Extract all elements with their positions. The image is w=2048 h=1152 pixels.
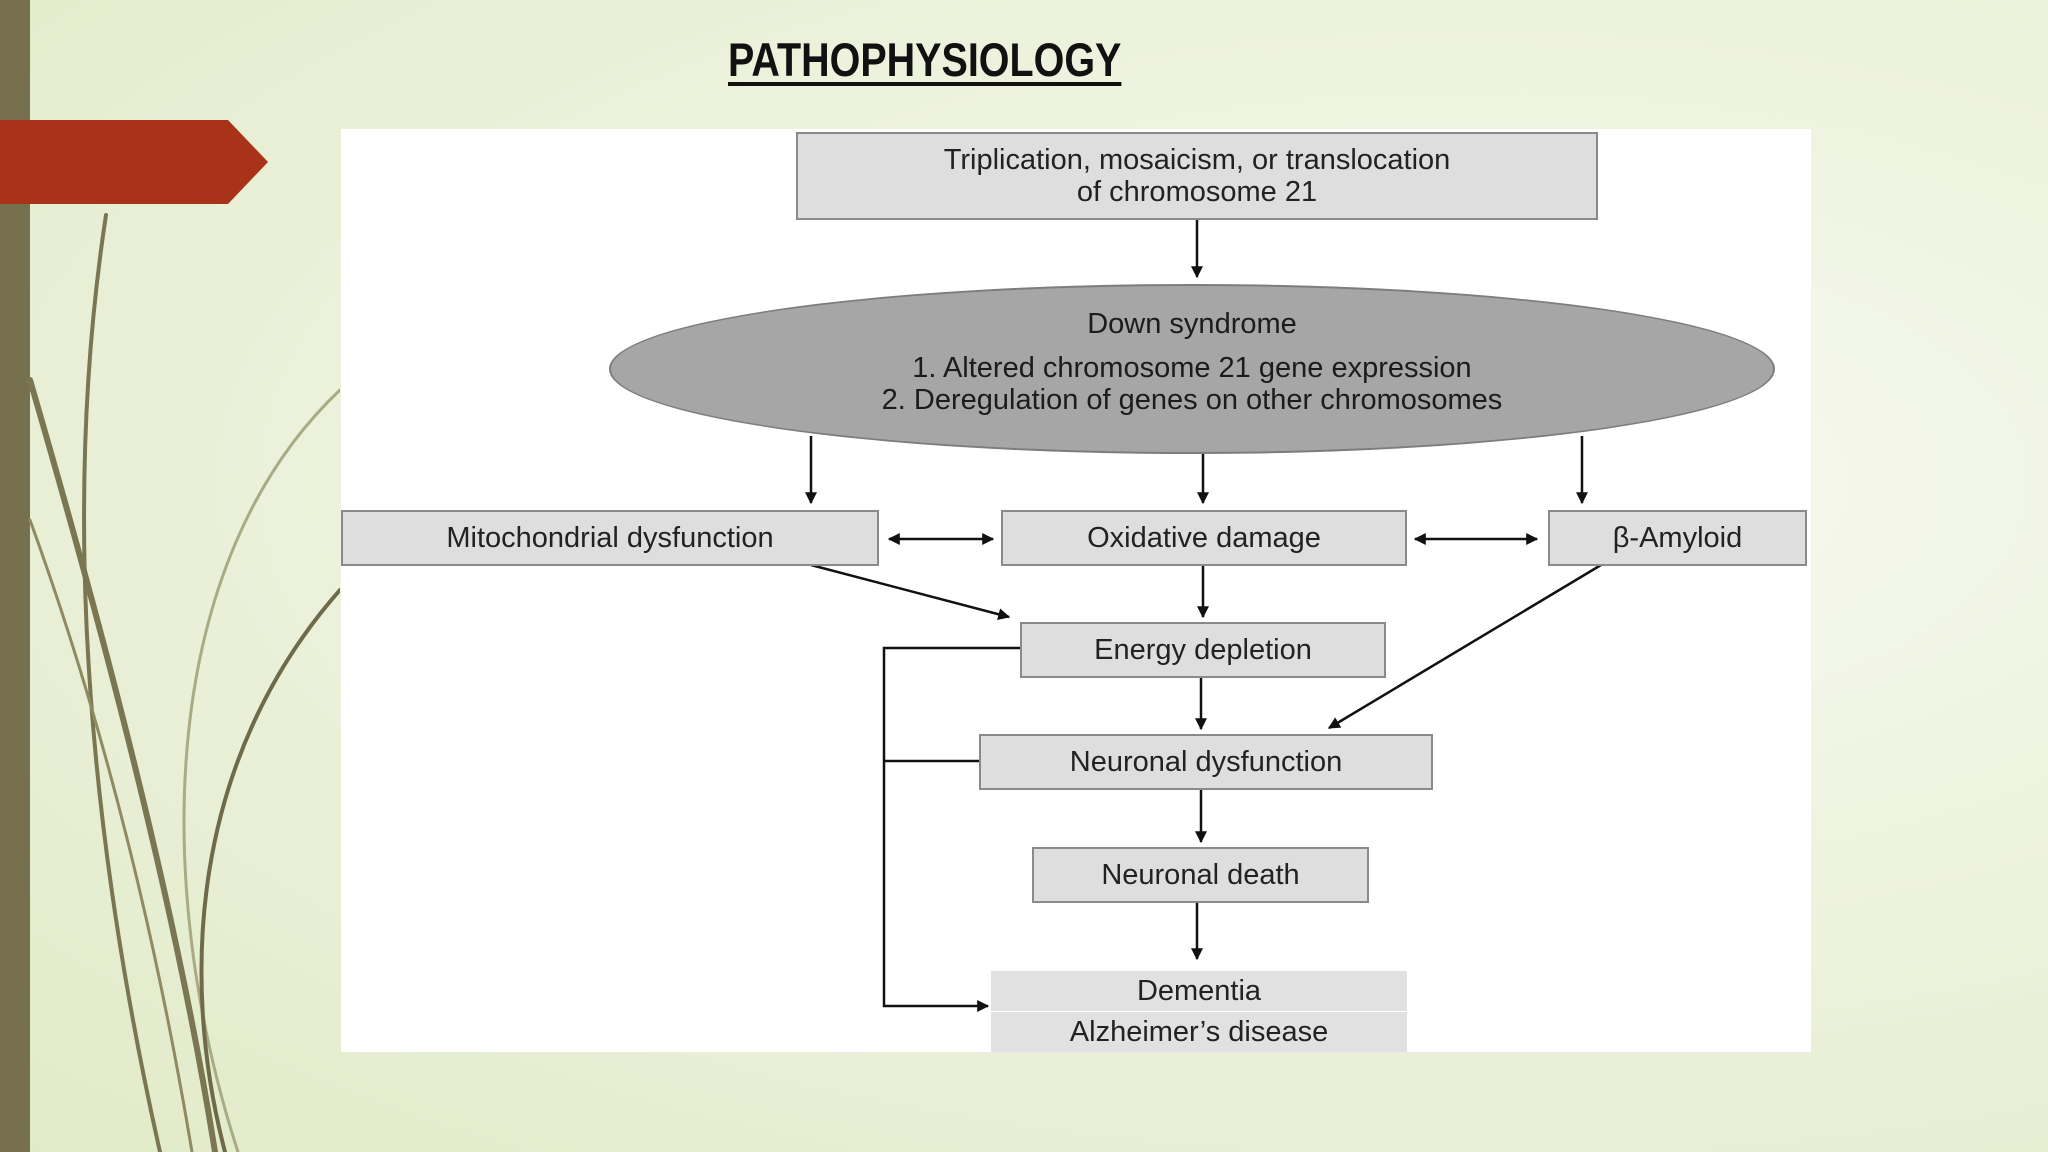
oxidative-damage-box: Oxidative damage <box>1001 510 1407 566</box>
syndrome-item-1: 1. Altered chromosome 21 gene expression <box>912 352 1472 384</box>
down-syndrome-title: Down syndrome <box>1087 308 1297 340</box>
red-chevron-tag <box>0 120 268 204</box>
slide-title: PATHOPHYSIOLOGY <box>728 33 1122 86</box>
flow-arrows <box>805 220 1602 1012</box>
pathophysiology-diagram: Triplication, mosaicism, or translocatio… <box>341 129 1811 1052</box>
mitochondrial-dysfunction-box: Mitochondrial dysfunction <box>341 510 879 566</box>
decorative-curves <box>27 213 340 1152</box>
down-syndrome-ellipse: Down syndrome 1. Altered chromosome 21 g… <box>609 284 1775 454</box>
alzheimers-box: Alzheimer’s disease <box>991 1012 1407 1052</box>
syndrome-item-2: 2. Deregulation of genes on other chromo… <box>881 384 1503 416</box>
cause-box: Triplication, mosaicism, or translocatio… <box>796 132 1598 220</box>
arrow-amyloid-to-neuronal-dysfunction <box>1327 563 1602 730</box>
cause-line-2: of chromosome 21 <box>1076 176 1318 208</box>
energy-depletion-box: Energy depletion <box>1020 622 1386 678</box>
beta-amyloid-box: β-Amyloid <box>1548 510 1807 566</box>
neuronal-death-box: Neuronal death <box>1032 847 1369 903</box>
neuronal-dysfunction-box: Neuronal dysfunction <box>979 734 1433 790</box>
arrow-energy-to-dementia-bypass <box>882 646 1020 1012</box>
cause-line-1: Triplication, mosaicism, or translocatio… <box>943 144 1451 176</box>
arrow-mito-to-energy <box>810 563 1011 621</box>
dementia-box: Dementia <box>991 971 1407 1011</box>
